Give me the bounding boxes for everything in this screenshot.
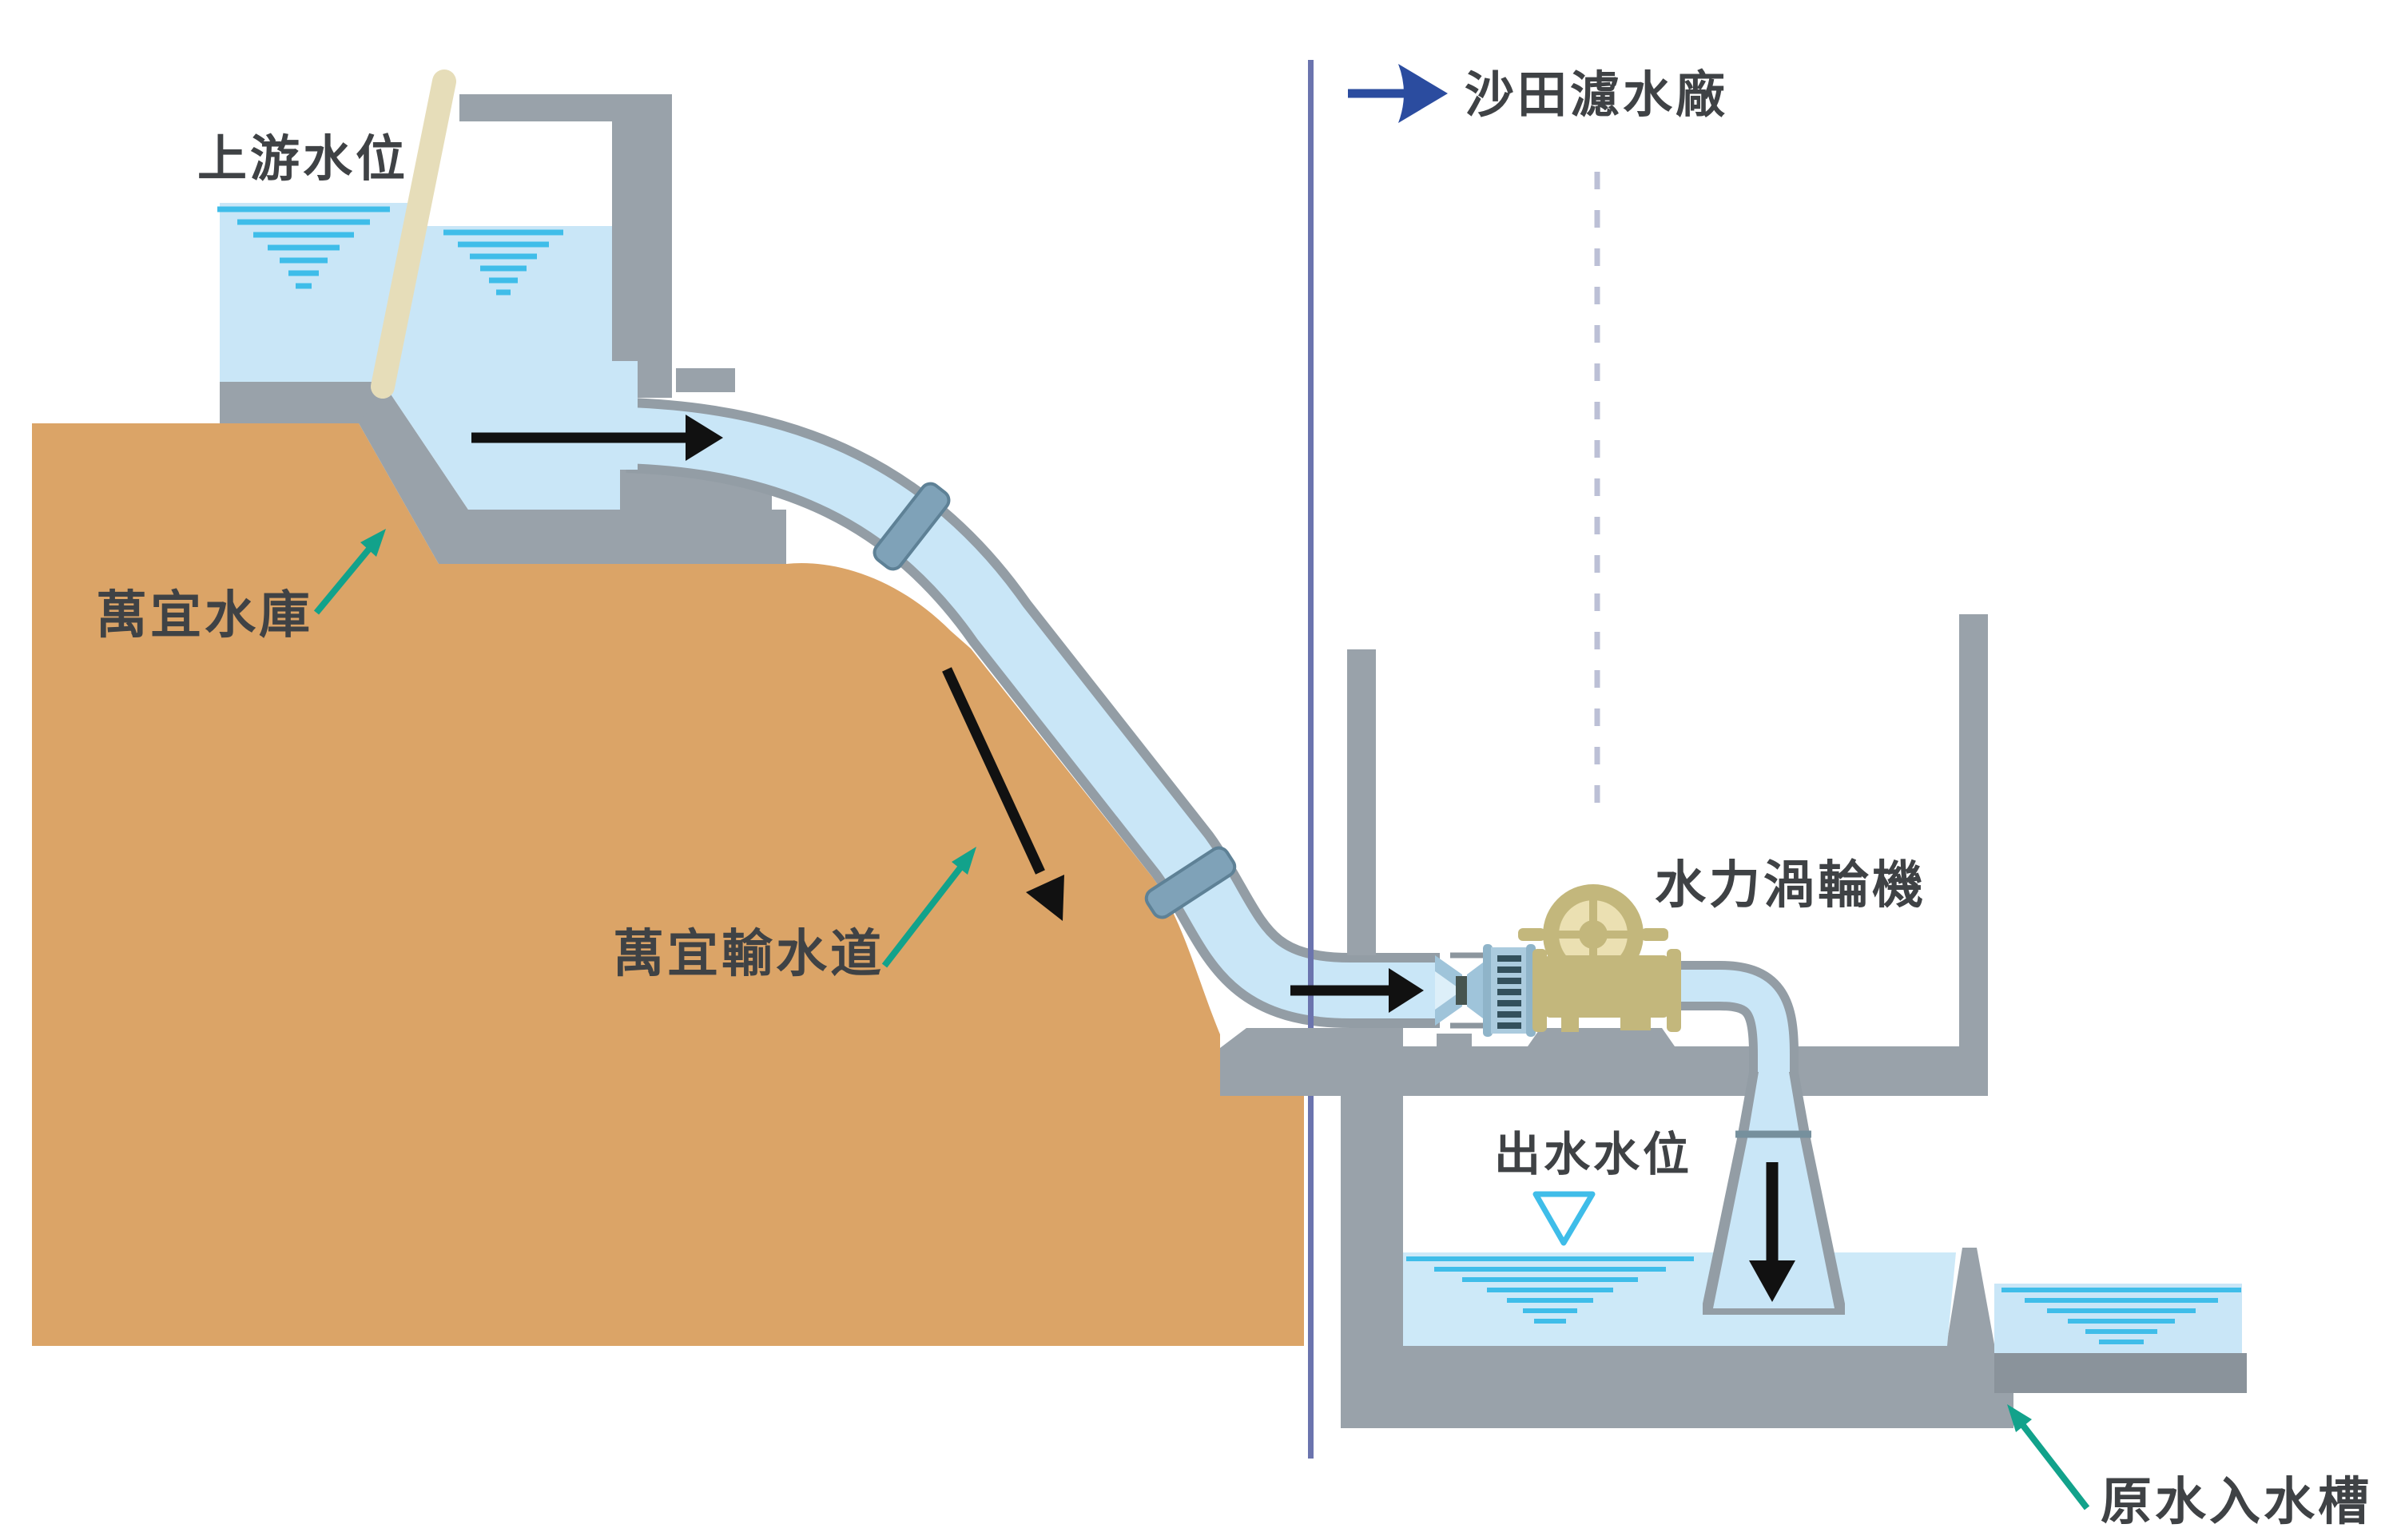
house-wall-left <box>1347 649 1376 955</box>
turbine-hub <box>1579 920 1608 949</box>
pipe-collar-lower <box>1144 846 1237 919</box>
turbine-unit <box>1518 884 1681 1032</box>
label-reservoir: 萬宜水庫 <box>96 586 313 645</box>
treatment-works-arrow-icon <box>1348 64 1448 123</box>
tower-cap <box>459 94 672 121</box>
tower-step-block <box>676 368 735 392</box>
gate-rod <box>371 69 456 399</box>
water-level-marker-icon <box>1532 1191 1596 1246</box>
ripples-raw-channel <box>2001 1288 2241 1344</box>
flow-arrow-turbine-inlet-icon <box>1290 968 1424 1013</box>
label-tunnel: 萬宜輸水道 <box>613 925 884 984</box>
turbine-flange-right <box>1667 949 1681 1032</box>
pipe-collar-upper <box>873 482 951 571</box>
hillside <box>32 423 1304 1346</box>
bellows-endplate-left <box>1483 944 1493 1037</box>
bellows-ribs <box>1497 955 1521 1029</box>
pipe-anchor-block <box>1220 1028 1403 1096</box>
house-wall-right <box>1959 614 1988 1096</box>
dam-sill <box>220 382 392 423</box>
turbine-pedestal <box>1528 1028 1675 1046</box>
tower-shaft-lower <box>638 361 672 398</box>
tower-shaft <box>612 120 672 361</box>
turbine-stub-left <box>1518 928 1545 941</box>
intake-tower <box>459 94 735 398</box>
label-treatment-works: 沙田濾水廠 <box>1465 65 1728 124</box>
penstock-pipe <box>626 398 1440 1028</box>
penstock-water <box>626 407 1440 1018</box>
label-outlet-water-level: 出水水位 <box>1494 1127 1692 1181</box>
joint-cone-left-water <box>1435 971 1457 1010</box>
tank-floor-and-weir <box>1341 1248 2013 1428</box>
pointer-arrow-reservoir-icon <box>313 529 386 615</box>
raw-channel-floor <box>1994 1353 2247 1393</box>
house-floor-slab <box>1390 1046 1988 1096</box>
elbow-water <box>1676 970 1790 1077</box>
joint-support-step <box>1437 1034 1472 1046</box>
ripples-forebay <box>443 229 563 296</box>
turbine-stub-right <box>1641 928 1668 941</box>
turbine-flange-left <box>1532 949 1547 1032</box>
label-turbine: 水力渦輪機 <box>1655 856 1926 915</box>
stilling-basin-floor <box>439 510 786 564</box>
flow-arrow-intake-icon <box>471 415 723 461</box>
boundary-line <box>1308 60 1314 1459</box>
turbine-foot-left <box>1561 1014 1579 1032</box>
turbine-volute <box>1545 955 1668 1018</box>
turbine-house-structure <box>1220 614 2013 1428</box>
dam-structure <box>220 382 786 564</box>
flow-arrow-outlet-icon <box>1749 1162 1795 1302</box>
turbine-foot-right <box>1620 1014 1651 1030</box>
pointer-arrow-raw-tank-icon <box>2007 1404 2090 1510</box>
ripples-left-pool <box>217 206 390 289</box>
flow-arrow-penstock-icon <box>942 667 1064 921</box>
expansion-joint <box>1435 944 1536 1037</box>
label-raw-water-inlet-tank: 原水入水槽 <box>2101 1473 2372 1532</box>
pointer-arrow-tunnel-icon <box>881 847 976 968</box>
tailrace-water <box>1403 1252 1956 1346</box>
label-upstream-water-level: 上游水位 <box>197 129 408 188</box>
ripples-tailrace <box>1406 1256 1694 1324</box>
